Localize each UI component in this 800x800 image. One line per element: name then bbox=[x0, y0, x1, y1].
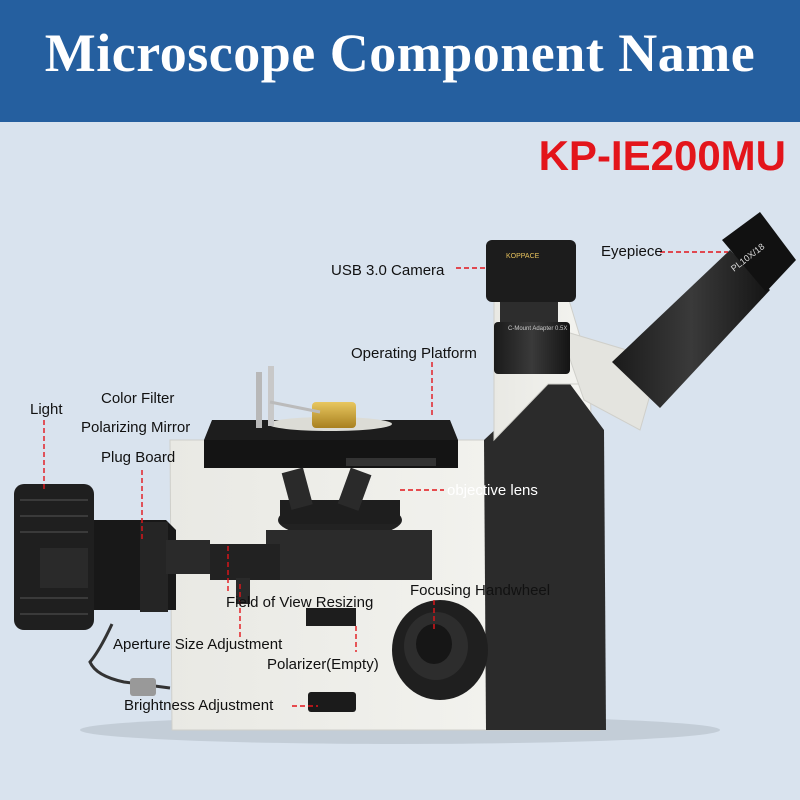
label-brightness-adjustment: Brightness Adjustment bbox=[124, 697, 274, 714]
side-panel bbox=[484, 380, 606, 730]
label-field-of-view-resizing: Field of View Resizing bbox=[226, 594, 374, 611]
usb-camera: KOPPACE C-Mount Adapter 0.5X bbox=[486, 240, 576, 374]
leader-lines bbox=[43, 251, 728, 707]
label-light: Light bbox=[30, 401, 63, 418]
operating-platform bbox=[204, 366, 458, 468]
label-polarizing-mirror: Polarizing Mirror bbox=[81, 419, 191, 436]
label-aperture-size-adjustment: Aperture Size Adjustment bbox=[113, 636, 283, 653]
model-number: KP-IE200MU bbox=[538, 132, 786, 179]
objective-turret bbox=[266, 467, 432, 580]
label-operating-platform: Operating Platform bbox=[351, 345, 477, 362]
label-plug-board: Plug Board bbox=[101, 449, 176, 466]
eyepiece-tube: PL10X/18 bbox=[612, 212, 796, 408]
page-title: Microscope Component Name bbox=[44, 23, 756, 83]
label-eyepiece: Eyepiece bbox=[601, 243, 663, 260]
label-color-filter: Color Filter bbox=[101, 390, 175, 407]
label-polarizer-empty: Polarizer(Empty) bbox=[267, 656, 379, 673]
camera-adapter-print: C-Mount Adapter 0.5X bbox=[508, 326, 567, 332]
lamp-housing bbox=[14, 484, 280, 696]
label-focusing-handwheel: Focusing Handwheel bbox=[410, 582, 551, 599]
label-objective-lens: objective lens bbox=[447, 482, 538, 499]
label-usb-camera: USB 3.0 Camera bbox=[331, 262, 445, 279]
camera-brand: KOPPACE bbox=[506, 253, 540, 260]
focusing-handwheel bbox=[392, 600, 488, 700]
brightness-wheel bbox=[308, 692, 356, 712]
microscope-illustration: PL10X/18 KOPPACE C-Mount Adapter 0.5X bbox=[14, 212, 796, 744]
polarizer-slot bbox=[306, 608, 356, 626]
title-banner: Microscope Component Name bbox=[0, 0, 800, 122]
